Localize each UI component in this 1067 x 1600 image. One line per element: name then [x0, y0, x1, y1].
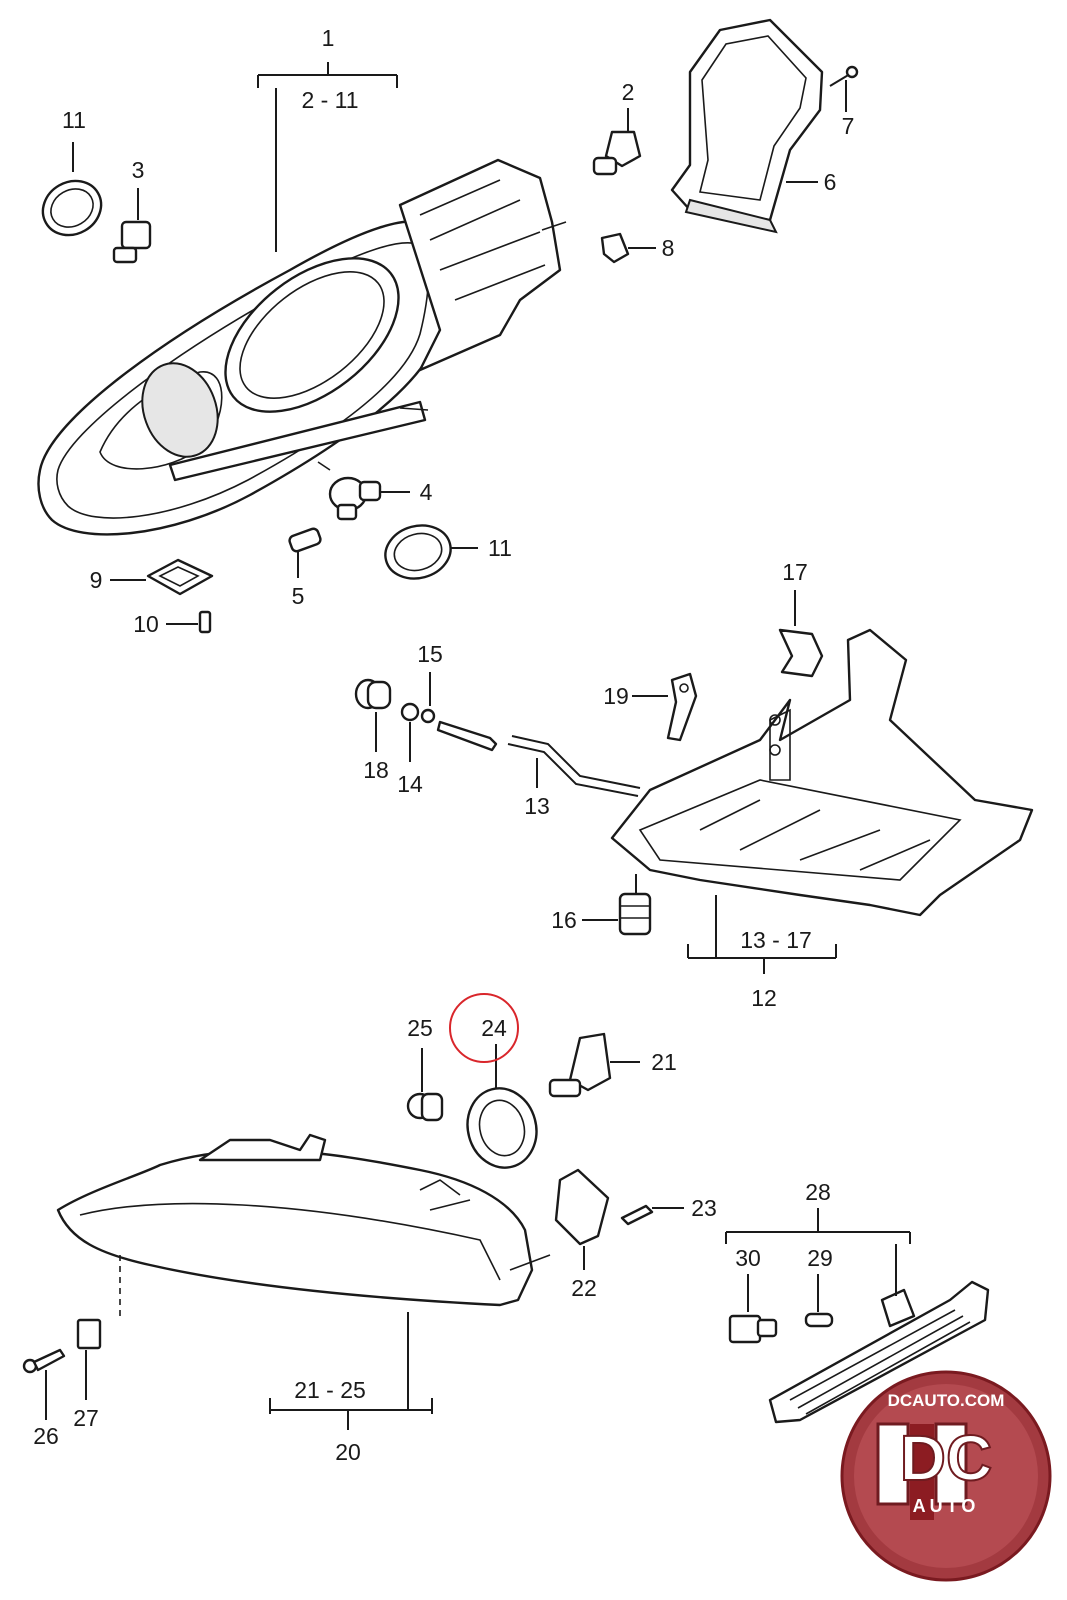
callout-3: 3: [132, 157, 145, 183]
side-marker-28: [768, 1280, 990, 1424]
screw-7: [829, 65, 859, 112]
callout-20: 20: [335, 1439, 361, 1465]
headlamp-housing: [37, 158, 567, 536]
clip-17: [778, 590, 824, 678]
callout-29: 29: [807, 1245, 833, 1271]
callout-12: 12: [751, 985, 777, 1011]
bushing-18: [354, 678, 392, 752]
mounting-carrier: [610, 628, 1034, 917]
cap-14: [400, 702, 420, 762]
callout-9: 9: [90, 567, 103, 593]
dcauto-logo: DCAUTO.COM DC AUTO: [840, 1370, 1052, 1582]
washer-15: [420, 672, 436, 724]
socket-30: [728, 1274, 778, 1344]
callout-1-range: 2 - 11: [301, 87, 358, 113]
callout-11-top: 11: [62, 107, 86, 133]
cap-11-lower: [384, 524, 478, 580]
callout-15: 15: [417, 641, 443, 667]
callout-2: 2: [622, 79, 635, 105]
bulb-5: [288, 527, 322, 578]
callout-27: 27: [73, 1405, 99, 1431]
logo-letters: DC: [900, 1422, 992, 1494]
callout-10: 10: [133, 611, 159, 637]
screw-10: [166, 610, 212, 634]
cover-6: [670, 18, 824, 234]
holder-4: [328, 476, 410, 521]
screw-23: [620, 1204, 684, 1226]
highlight-circle-24: [449, 993, 519, 1063]
callout-17: 17: [782, 559, 808, 585]
callout-8: 8: [662, 235, 675, 261]
callout-25: 25: [407, 1015, 433, 1041]
logo-brand-text: DCAUTO.COM: [888, 1391, 1005, 1410]
callout-14: 14: [397, 771, 423, 797]
bracket-12: [687, 895, 837, 974]
clip-8: [600, 232, 656, 264]
callout-20-range: 21 - 25: [294, 1377, 366, 1403]
screw-26: [22, 1348, 66, 1420]
callout-7: 7: [842, 113, 855, 139]
callout-6: 6: [824, 169, 837, 195]
callout-12-range: 13 - 17: [740, 927, 812, 953]
callout-21: 21: [651, 1049, 677, 1075]
callout-16: 16: [551, 907, 577, 933]
callout-5: 5: [292, 583, 305, 609]
callout-11-lower: 11: [488, 535, 512, 561]
nut-27: [76, 1318, 102, 1400]
callout-22: 22: [571, 1275, 597, 1301]
callout-18: 18: [363, 757, 389, 783]
clip-25: [406, 1048, 444, 1122]
rod-13: [436, 720, 641, 797]
callout-28: 28: [805, 1179, 831, 1205]
seal-24: [466, 1044, 538, 1169]
bracket-20: [269, 1398, 433, 1430]
logo-sub-text: AUTO: [913, 1496, 980, 1516]
bulb-3: [112, 188, 152, 264]
bracket-1: [257, 62, 398, 252]
callout-4: 4: [420, 479, 433, 505]
cap-11-top: [41, 142, 103, 237]
callout-30: 30: [735, 1245, 761, 1271]
plug-16: [582, 874, 652, 936]
fog-lamp-housing: [56, 1133, 551, 1410]
callout-19: 19: [603, 683, 629, 709]
callout-24: 24: [481, 1015, 507, 1041]
bracket-19: [632, 672, 698, 742]
pad-9: [110, 558, 214, 596]
bulb-2: [592, 108, 642, 176]
module-22: [554, 1168, 610, 1270]
bulb-21: [548, 1032, 640, 1098]
bulb-29: [804, 1274, 834, 1328]
callout-23: 23: [691, 1195, 717, 1221]
callout-13: 13: [524, 793, 550, 819]
callout-1: 1: [322, 25, 335, 51]
bracket-28: [725, 1208, 911, 1296]
callout-26: 26: [33, 1423, 59, 1449]
